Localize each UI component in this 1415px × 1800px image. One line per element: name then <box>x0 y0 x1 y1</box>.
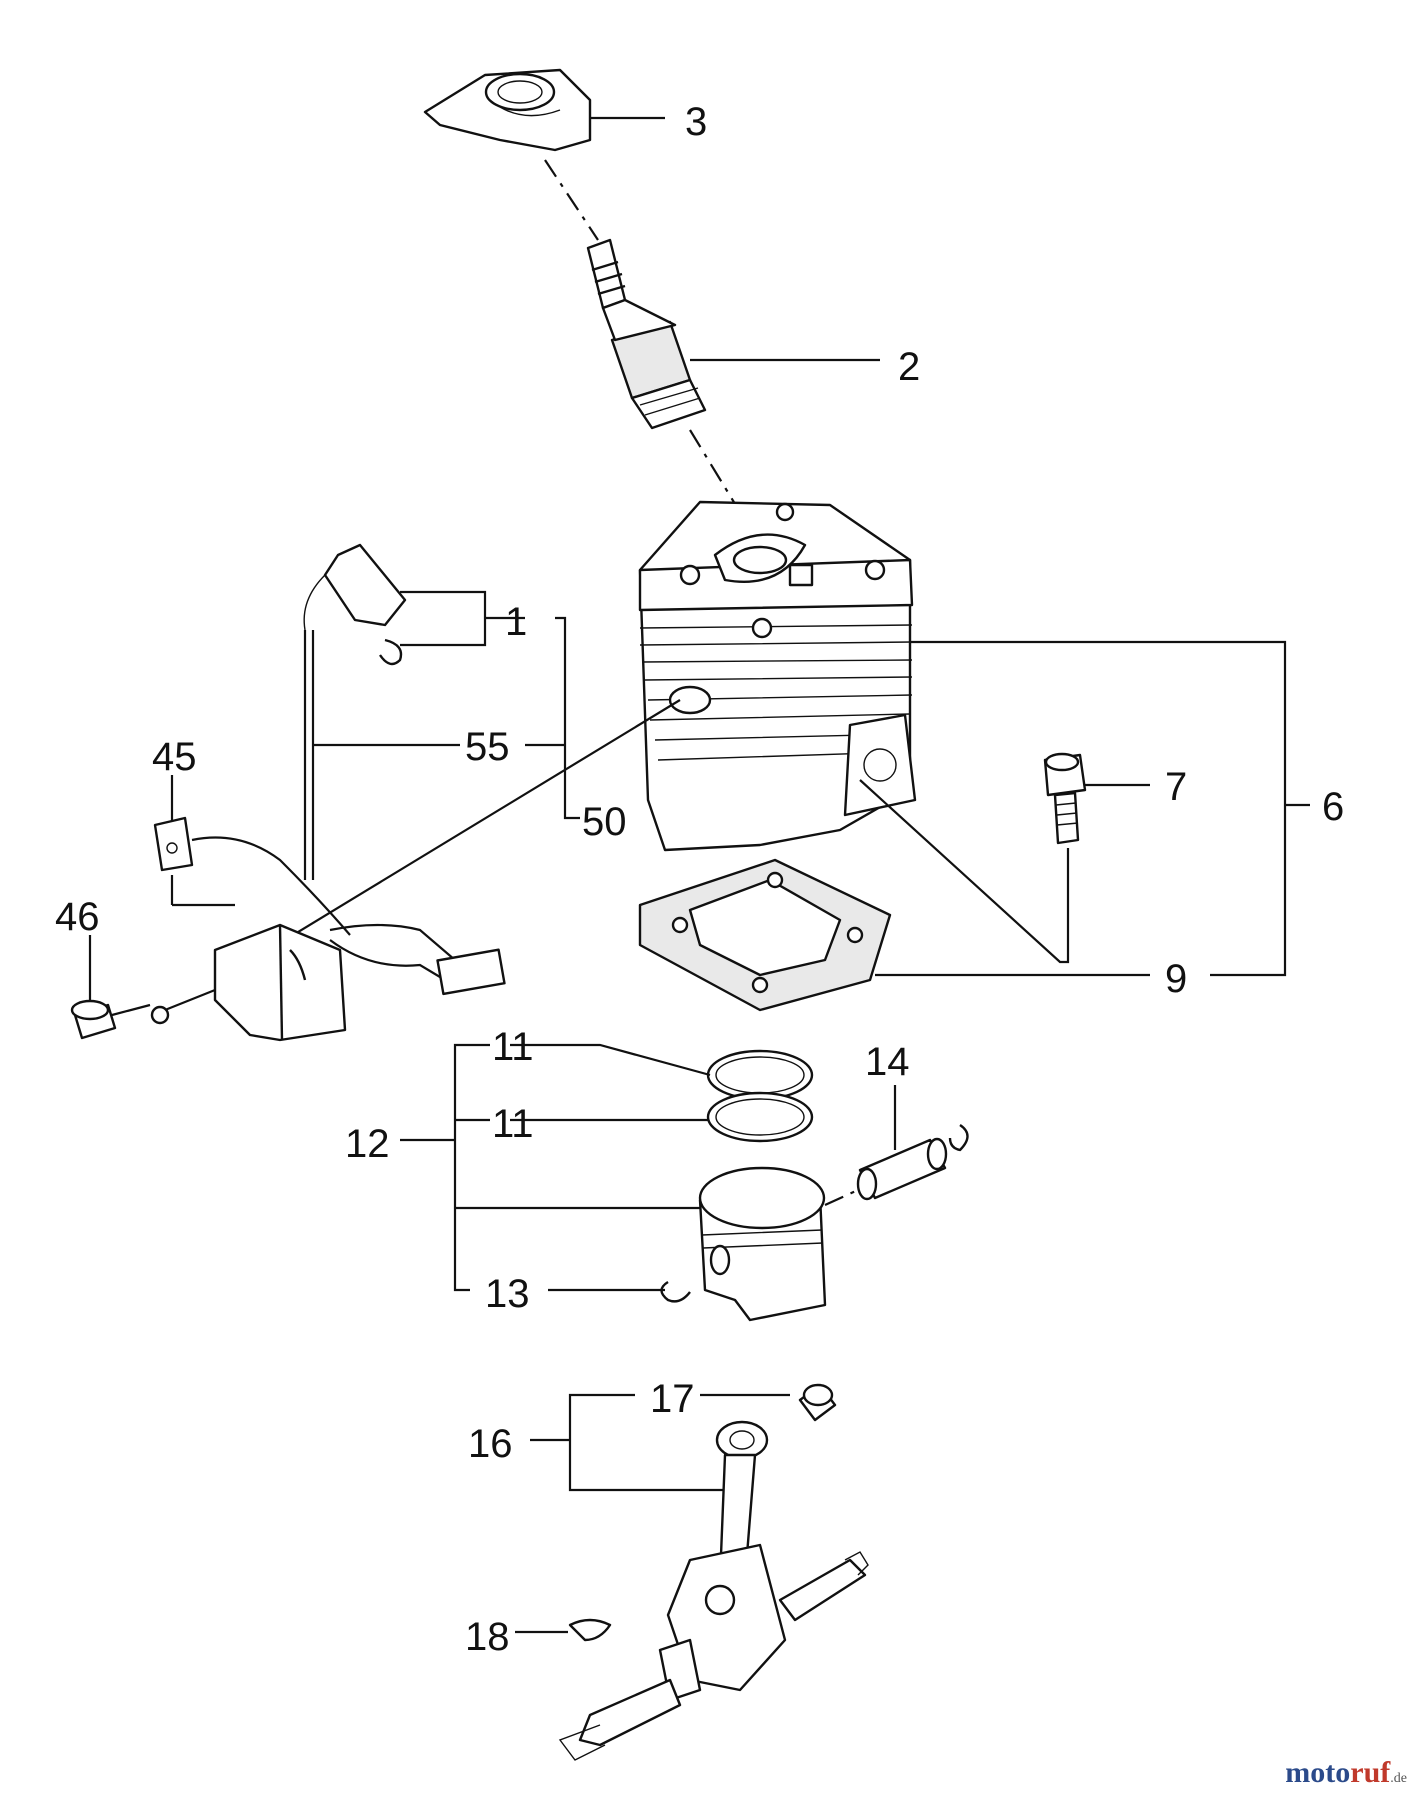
callout-16: 16 <box>468 1422 513 1466</box>
part-13-circlip <box>660 1280 691 1303</box>
watermark-logo: motoruf.de <box>1285 1756 1407 1789</box>
part-9-gasket <box>638 858 892 1012</box>
callout-11b: 11 <box>492 1102 534 1146</box>
part-14-piston-pin <box>856 1124 969 1201</box>
callout-50: 50 <box>582 800 627 844</box>
part-45-ground-terminal <box>153 816 351 936</box>
callout-11a: 11 <box>492 1025 534 1069</box>
callout-17: 17 <box>650 1377 695 1421</box>
callout-46: 46 <box>55 895 100 939</box>
part-17-needle-bearing <box>798 1383 837 1422</box>
part-7-bolt <box>1043 752 1087 845</box>
part-2-spark-plug <box>586 238 707 430</box>
callout-7: 7 <box>1165 765 1187 809</box>
callout-55: 55 <box>465 725 510 769</box>
callout-6: 6 <box>1322 785 1344 829</box>
part-11-piston-rings <box>706 1049 814 1143</box>
callout-45: 45 <box>152 735 197 779</box>
callout-12: 12 <box>345 1122 390 1166</box>
part-16-crankshaft <box>558 1420 869 1761</box>
callout-14: 14 <box>865 1040 910 1084</box>
ignition-coil-module <box>150 923 506 1042</box>
part-46-screw <box>70 999 151 1040</box>
part-18-woodruff-key <box>568 1618 612 1642</box>
part-1-plug-boot <box>303 543 407 666</box>
part-6-cylinder <box>638 500 917 852</box>
callout-1: 1 <box>505 600 527 644</box>
callout-9: 9 <box>1165 957 1187 1001</box>
callout-3: 3 <box>685 100 707 144</box>
callout-13: 13 <box>485 1272 530 1316</box>
part-3-cap-boot <box>423 68 592 152</box>
callout-2: 2 <box>898 345 920 389</box>
callout-labels: 3 2 1 55 50 45 46 7 6 9 11 11 12 13 14 1… <box>55 100 1344 1659</box>
callout-18: 18 <box>465 1615 510 1659</box>
part-55-ignition-lead <box>303 630 315 880</box>
piston <box>698 1166 827 1322</box>
